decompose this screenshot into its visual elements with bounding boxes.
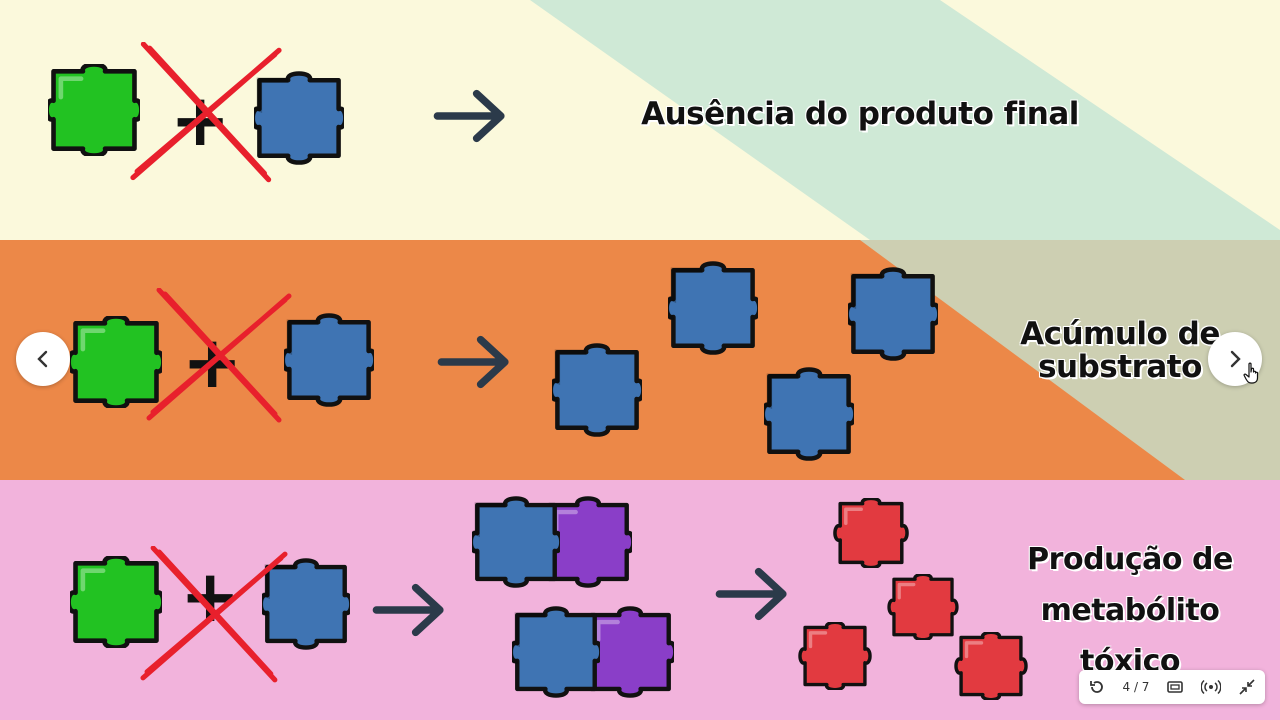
- red-cross-icon: [130, 546, 298, 688]
- previous-slide-button[interactable]: [16, 332, 70, 386]
- broadcast-icon: [1201, 679, 1222, 695]
- label-substrate-accumulation: Acúmulo de substrato: [1020, 316, 1220, 385]
- arrow-right-icon: [714, 566, 792, 622]
- diagonal-stripe-decoration: [860, 240, 1280, 480]
- replay-icon: [1089, 681, 1103, 693]
- blue-puzzle-piece-icon: [472, 492, 560, 592]
- red-cross-icon: [134, 288, 304, 428]
- arrow-right-icon: [436, 334, 514, 390]
- blue-puzzle-piece-icon: [764, 362, 854, 466]
- blue-puzzle-piece-icon: [552, 338, 642, 442]
- replay-button[interactable]: [1088, 678, 1106, 696]
- page-indicator: 4 / 7: [1122, 680, 1150, 694]
- present-window-icon: [1167, 681, 1184, 693]
- red-puzzle-piece-icon: [878, 574, 968, 640]
- row-absence-final-product: + Ausência do produto final: [0, 0, 1280, 240]
- present-window-button[interactable]: [1166, 678, 1184, 696]
- red-puzzle-piece-icon: [826, 498, 916, 568]
- hand-cursor-icon: [1243, 362, 1259, 384]
- diagonal-stripe-decoration: [530, 0, 1280, 240]
- row-substrate-accumulation: + Acúmulo de substrato: [0, 240, 1280, 480]
- label-toxic-metabolite: Produção de metabólito tóxico: [1027, 542, 1233, 679]
- chevron-left-icon: [37, 350, 48, 368]
- red-puzzle-piece-icon: [790, 622, 880, 690]
- chevron-right-icon: [1230, 350, 1241, 368]
- presentation-toolbar: 4 / 7: [1079, 670, 1265, 704]
- arrow-right-icon: [372, 582, 448, 638]
- plus-sign: +: [180, 554, 241, 638]
- blue-puzzle-piece-icon: [668, 256, 758, 360]
- blue-puzzle-piece-icon: [512, 600, 600, 704]
- blue-puzzle-piece-icon: [848, 262, 938, 366]
- red-cross-icon: [118, 42, 294, 188]
- row-toxic-metabolite: + Produção de metabólito tóxico: [0, 480, 1280, 720]
- exit-fullscreen-button[interactable]: [1238, 678, 1256, 696]
- arrow-right-icon: [432, 88, 510, 144]
- label-absence-final-product: Ausência do produto final: [641, 96, 1079, 132]
- broadcast-button[interactable]: [1201, 678, 1222, 696]
- collapse-icon: [1239, 679, 1256, 695]
